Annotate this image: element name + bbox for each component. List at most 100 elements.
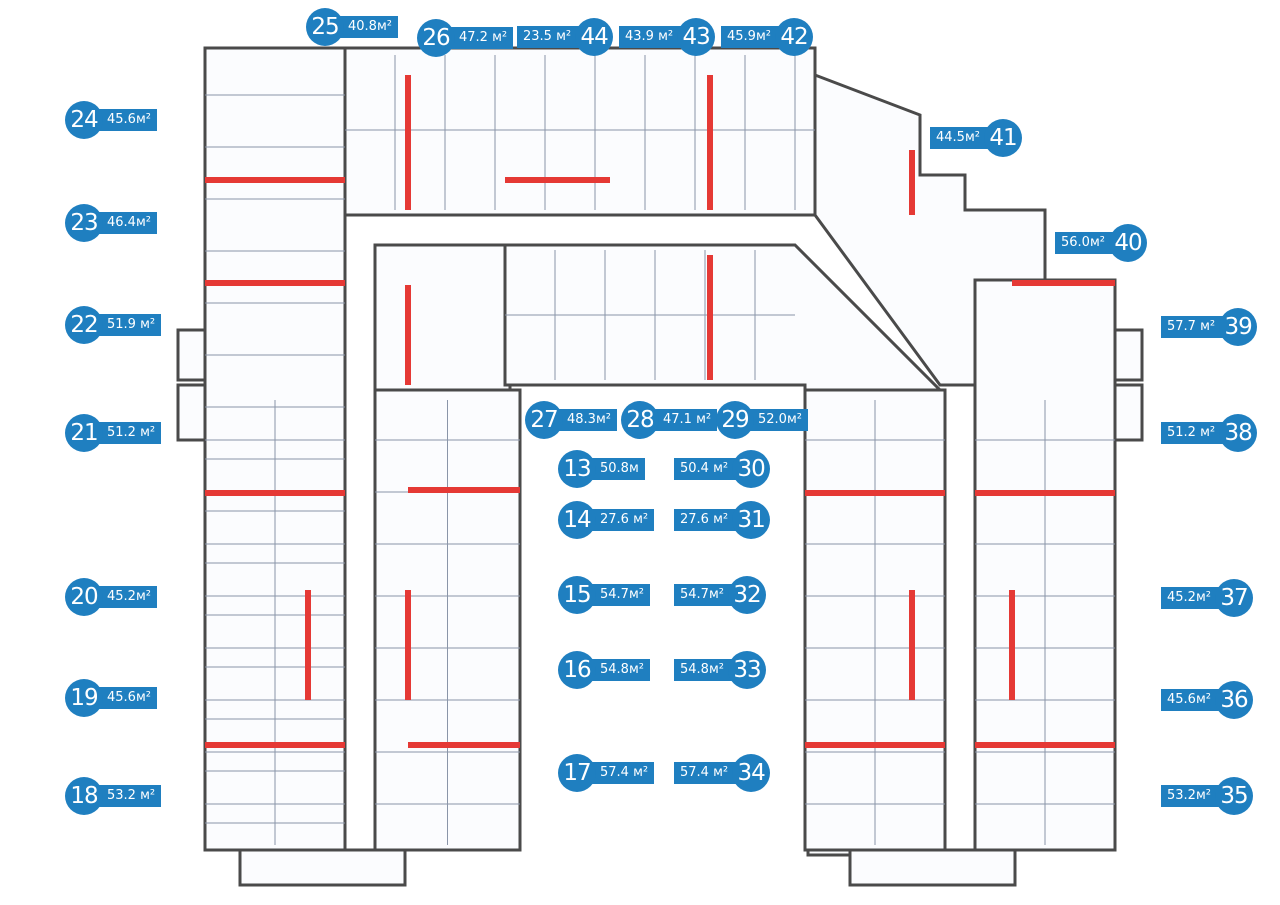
apartment-area: 54.8м² xyxy=(674,659,734,681)
apartment-area: 47.2 м² xyxy=(449,27,514,49)
apartment-number: 32 xyxy=(727,576,766,614)
right-wing-bottom xyxy=(848,848,1017,887)
apartment-number: 42 xyxy=(774,18,813,56)
apartment-number: 33 xyxy=(727,651,766,689)
apartment-number: 26 xyxy=(417,19,455,57)
apartment-number: 29 xyxy=(716,401,754,439)
apartment-area: 27.6 м² xyxy=(674,509,739,531)
apartment-number: 16 xyxy=(558,651,596,689)
apartment-area: 54.8м² xyxy=(590,659,650,681)
apartment-area: 45.6м² xyxy=(97,109,157,131)
apartment-area: 45.2м² xyxy=(1161,587,1221,609)
apartment-area: 23.5 м² xyxy=(517,26,582,48)
apartment-area: 44.5м² xyxy=(930,127,990,149)
apartment-number: 34 xyxy=(732,754,771,792)
apartment-area: 52.0м² xyxy=(748,409,808,431)
apartment-area: 50.4 м² xyxy=(674,458,739,480)
apartment-area: 45.6м² xyxy=(97,687,157,709)
apartment-number: 14 xyxy=(558,501,596,539)
apartment-number: 31 xyxy=(732,501,771,539)
apartment-area: 57.4 м² xyxy=(674,762,739,784)
apartment-number: 41 xyxy=(983,119,1022,157)
apartment-area: 51.2 м² xyxy=(97,422,162,444)
apartment-number: 25 xyxy=(306,8,344,46)
apartment-area: 54.7м² xyxy=(590,584,650,606)
apartment-number: 22 xyxy=(65,306,103,344)
apartment-number: 19 xyxy=(65,679,103,717)
elevator-core xyxy=(373,243,512,392)
left-wing-bottom xyxy=(238,848,407,887)
apartment-number: 39 xyxy=(1219,308,1258,346)
apartment-area: 57.7 м² xyxy=(1161,316,1226,338)
building-walls xyxy=(176,46,1144,887)
apartment-number: 30 xyxy=(732,450,771,488)
apartment-area: 45.9м² xyxy=(721,26,781,48)
apartment-area: 54.7м² xyxy=(674,584,734,606)
apartment-number: 13 xyxy=(558,450,596,488)
apartment-number: 17 xyxy=(558,754,596,792)
apartment-area: 45.2м² xyxy=(97,586,157,608)
apartment-area: 53.2м² xyxy=(1161,785,1221,807)
apartment-number: 44 xyxy=(575,18,614,56)
apartment-area: 56.0м² xyxy=(1055,232,1115,254)
apartment-number: 23 xyxy=(65,204,103,242)
apartment-number: 40 xyxy=(1108,224,1147,262)
apartment-area: 51.2 м² xyxy=(1161,422,1226,444)
apartment-number: 38 xyxy=(1219,414,1258,452)
apartment-area: 48.3м² xyxy=(557,409,617,431)
apartment-area: 27.6 м² xyxy=(590,509,655,531)
apartment-area: 45.6м² xyxy=(1161,689,1221,711)
partitions xyxy=(205,75,1115,748)
apartment-area: 46.4м² xyxy=(97,212,157,234)
apartment-number: 36 xyxy=(1214,681,1253,719)
apartment-number: 43 xyxy=(677,18,716,56)
apartment-area: 50.8м xyxy=(590,458,645,480)
apartment-number: 20 xyxy=(65,578,103,616)
apartment-number: 27 xyxy=(525,401,563,439)
apartment-number: 15 xyxy=(558,576,596,614)
apartment-area: 43.9 м² xyxy=(619,26,684,48)
apartment-area: 53.2 м² xyxy=(97,785,162,807)
apartment-number: 35 xyxy=(1214,777,1253,815)
apartment-area: 47.1 м² xyxy=(653,409,718,431)
apartment-number: 21 xyxy=(65,414,103,452)
apartment-number: 37 xyxy=(1214,579,1253,617)
apartment-number: 24 xyxy=(65,101,103,139)
apartment-area: 51.9 м² xyxy=(97,314,162,336)
apartment-number: 18 xyxy=(65,777,103,815)
apartment-area: 57.4 м² xyxy=(590,762,655,784)
